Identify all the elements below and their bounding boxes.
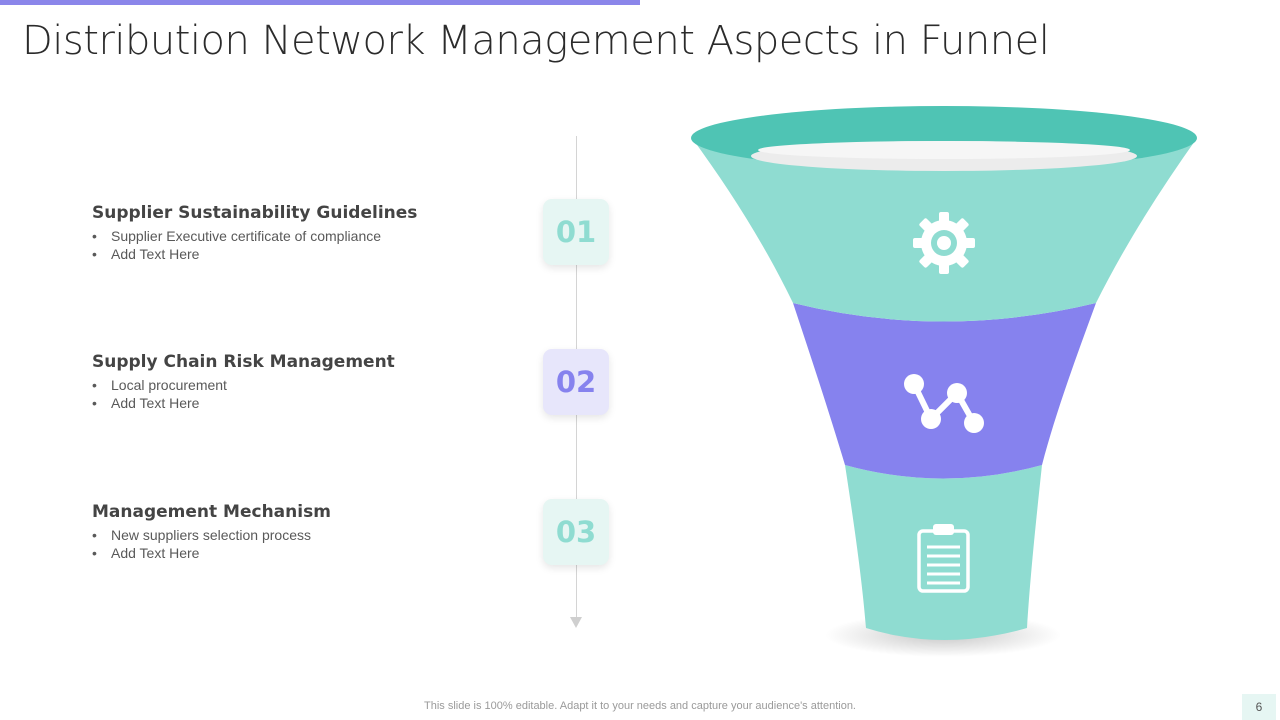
bullet-text: Add Text Here (92, 544, 512, 562)
funnel-opening-highlight (758, 141, 1130, 159)
item-heading: Supply Chain Risk Management (92, 352, 395, 372)
slide-title: Distribution Network Management Aspects … (22, 18, 1050, 64)
list-item-management-mechanism: Management Mechanism New suppliers selec… (92, 502, 512, 562)
list-item-supplier-guidelines: Supplier Sustainability Guidelines Suppl… (92, 203, 512, 263)
bullet-text: Local procurement (92, 376, 512, 394)
network-chart-icon (904, 374, 984, 433)
item-heading: Management Mechanism (92, 502, 331, 522)
step-number-box-03: 03 (543, 499, 609, 565)
bullet-text: Add Text Here (92, 245, 512, 263)
step-number-box-01: 01 (543, 199, 609, 265)
bullet-text: Supplier Executive certificate of compli… (92, 227, 512, 245)
list-item-supply-chain-risk: Supply Chain Risk Management Local procu… (92, 352, 512, 412)
step-number-box-02: 02 (543, 349, 609, 415)
page-number: 6 (1242, 694, 1276, 720)
gear-icon (913, 212, 975, 274)
funnel-segment-middle (793, 303, 1096, 479)
bullet-text: New suppliers selection process (92, 526, 512, 544)
footer-note: This slide is 100% editable. Adapt it to… (424, 700, 856, 712)
accent-bar (0, 0, 640, 5)
timeline-arrow-icon (570, 617, 582, 628)
item-heading: Supplier Sustainability Guidelines (92, 203, 418, 223)
bullet-text: Add Text Here (92, 394, 512, 412)
clipboard-icon (917, 524, 970, 593)
funnel-segment-bottom (845, 465, 1042, 640)
